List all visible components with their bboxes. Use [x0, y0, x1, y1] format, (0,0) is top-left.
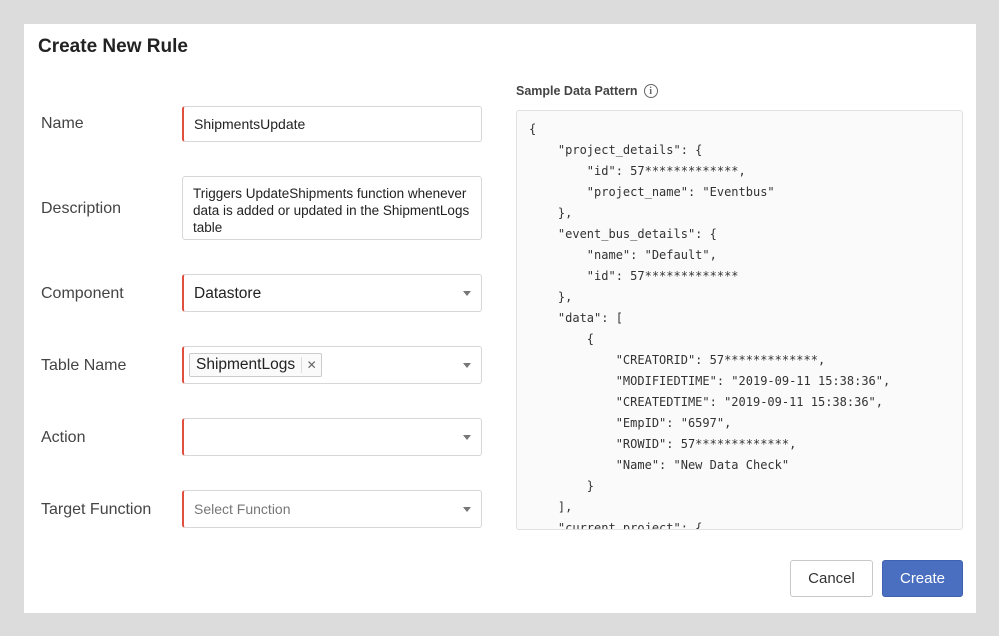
chevron-down-icon: [463, 435, 471, 440]
name-input-value: ShipmentsUpdate: [194, 116, 306, 132]
chip-remove-icon[interactable]: ✕: [301, 357, 317, 373]
chevron-down-icon: [463, 363, 471, 368]
table-name-chip-label: ShipmentLogs: [196, 356, 296, 373]
component-select[interactable]: Datastore: [182, 274, 482, 312]
action-label: Action: [41, 429, 86, 446]
target-function-placeholder: Select Function: [194, 501, 291, 517]
dialog-title: Create New Rule: [38, 36, 188, 57]
table-name-select[interactable]: ShipmentLogs ✕: [182, 346, 482, 384]
name-input[interactable]: ShipmentsUpdate: [182, 106, 482, 142]
action-select[interactable]: [182, 418, 482, 456]
table-name-chip: ShipmentLogs ✕: [189, 353, 323, 377]
chevron-down-icon: [463, 507, 471, 512]
target-function-label: Target Function: [41, 501, 152, 518]
component-select-value: Datastore: [194, 285, 262, 302]
description-textarea[interactable]: Triggers UpdateShipments function whenev…: [182, 176, 482, 240]
chevron-down-icon: [463, 291, 471, 296]
info-icon[interactable]: i: [643, 84, 658, 98]
component-label: Component: [41, 285, 124, 302]
description-label: Description: [41, 200, 122, 217]
sample-data-code: { "project_details": { "id": 57*********…: [529, 122, 891, 530]
description-textarea-value: Triggers UpdateShipments function whenev…: [193, 186, 470, 235]
create-button[interactable]: Create: [882, 560, 963, 597]
table-name-label: Table Name: [41, 357, 127, 374]
sample-data-code-panel[interactable]: { "project_details": { "id": 57*********…: [516, 110, 963, 530]
cancel-button[interactable]: Cancel: [790, 560, 873, 597]
sample-data-heading-label: Sample Data Pattern: [516, 84, 638, 98]
name-label: Name: [41, 115, 84, 132]
sample-data-heading: Sample Data Pattern i: [516, 84, 658, 98]
target-function-select[interactable]: Select Function: [182, 490, 482, 528]
create-rule-dialog: Create New Rule Name ShipmentsUpdate Des…: [24, 24, 976, 613]
